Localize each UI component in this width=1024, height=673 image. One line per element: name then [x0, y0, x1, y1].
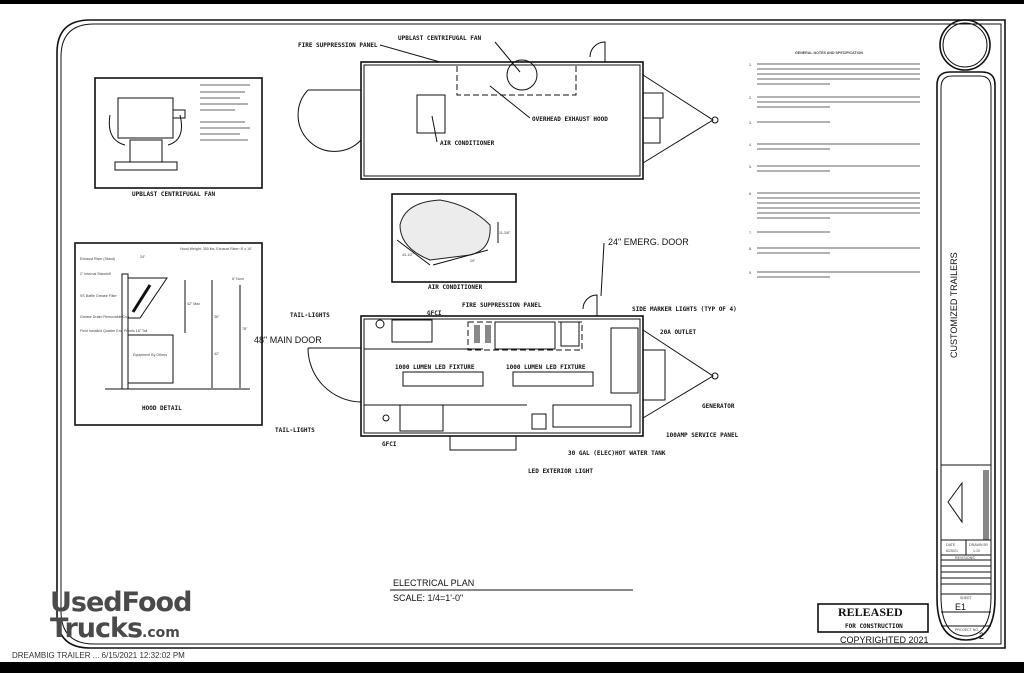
generator-label: GENERATOR: [702, 403, 735, 410]
hood-dim-max: 42" Max: [187, 302, 200, 306]
fan-detail-title: UPBLAST CENTRIFUGAL FAN: [132, 191, 215, 198]
project-no-label: PROJECT NO.: [955, 628, 979, 632]
drawing-scale: SCALE: 1/4=1'-0": [393, 593, 463, 603]
side-marker-label: SIDE MARKER LIGHTS (TYP OF 4): [632, 306, 737, 313]
led-fixture-1-label: 1000 LUMEN LED FIXTURE: [395, 364, 475, 371]
hood-detail-title: HOOD DETAIL: [142, 405, 182, 412]
emerg-door-label: 24" EMERG. DOOR: [608, 237, 689, 247]
top-ac-label: AIR CONDITIONER: [440, 140, 495, 147]
sheet-label: SHEET: [960, 596, 973, 600]
plot-footer: DREAMBIG TRAILER ... 6/15/2021 12:32:02 …: [10, 651, 187, 661]
hood-dim-36: 36": [214, 315, 220, 319]
water-tank-label: 30 GAL (ELEC)HOT WATER TANK: [568, 450, 666, 457]
tail-lights-top-label: TAIL-LIGHTS: [290, 312, 330, 319]
hood-dim-78: 78": [242, 327, 248, 331]
ac-detail-title: AIR CONDITIONER: [428, 284, 483, 291]
date-label: DATE: [946, 543, 956, 547]
tail-lights-bottom-label: TAIL-LIGHTS: [275, 427, 315, 434]
hood-label-3: SS Baffle Grease Filter: [80, 294, 117, 298]
notes-title: GENERAL NOTES AND SPECIFICATION: [795, 51, 863, 55]
top-border-bar: [0, 0, 1024, 4]
sheet-number: E1: [955, 602, 966, 612]
date-value: 6/25/21: [946, 549, 958, 553]
released-stamp: [817, 603, 929, 633]
drawing-title: ELECTRICAL PLAN: [393, 578, 474, 588]
note-number: 5.: [749, 165, 752, 169]
hood-label-4: Grease Drain/ Removable Cup: [80, 315, 129, 319]
service-panel-label: 100AMP SERVICE PANEL: [666, 432, 739, 439]
drawn-by-value: 1:10: [973, 549, 980, 553]
usedfoodtrucks-logo: UsedFood Trucks.com: [50, 587, 192, 646]
gfci-bottom-label: GFCI: [382, 441, 397, 448]
note-number: 4.: [749, 143, 752, 147]
general-notes: 1. 2. 3. 4. 5. 6. 7. 8. 9.: [749, 63, 920, 278]
logo-suffix: .com: [142, 625, 180, 641]
note-number: 3.: [749, 121, 752, 125]
hood-dim-nom: 6" Nom: [232, 277, 244, 281]
logo-line-2: Trucks: [50, 613, 143, 644]
top-fan-label: UPBLAST CENTRIFUGAL FAN: [398, 35, 481, 42]
outlet-label: 20A OUTLET: [660, 329, 697, 336]
hood-label-2: 2" Internal Standoff: [80, 272, 111, 276]
note-number: 9.: [749, 271, 752, 275]
exterior-light-label: LED EXTERIOR LIGHT: [528, 468, 593, 475]
hood-label-5: Field Installed Quarter End Panels 18" T…: [80, 329, 148, 333]
released-sub: FOR CONSTRUCTION: [845, 623, 903, 630]
note-number: 7.: [749, 231, 752, 235]
hood-detail: [74, 242, 263, 426]
note-number: 2.: [749, 96, 752, 100]
fan-detail: [94, 77, 263, 189]
hood-dim-42: 42": [214, 352, 220, 356]
top-fire-suppression-label: FIRE SUPPRESSION PANEL: [298, 42, 378, 49]
fire-suppression-label: FIRE SUPPRESSION PANEL: [462, 302, 542, 309]
note-number: 6.: [749, 192, 752, 196]
note-number: 8.: [749, 247, 752, 251]
logo-line-1: UsedFood: [50, 587, 192, 618]
copyright: COPYRIGHTED 2021: [840, 635, 929, 645]
gfci-top-label: GFCI: [427, 310, 442, 317]
released-text: RELEASED: [838, 605, 903, 619]
led-fixture-2-label: 1000 LUMEN LED FIXTURE: [506, 364, 586, 371]
hood-label-1: Exhaust Riser (Stand): [80, 257, 115, 261]
hood-weight: Hood Weight: 350 lbs. Exhaust Riser: 8' …: [180, 247, 252, 251]
main-door-label: 48" MAIN DOOR: [254, 335, 322, 345]
sheet-frame: [56, 19, 1006, 649]
project-no: 2: [979, 631, 984, 641]
revisions-label: REVISIONS: [955, 556, 975, 560]
ac-dim-width: 29": [470, 259, 476, 263]
note-number: 1.: [749, 63, 752, 67]
top-hood-label: OVERHEAD EXHAUST HOOD: [532, 116, 608, 123]
project-title: CUSTOMIZED TRAILERS: [949, 252, 959, 358]
ac-dim-length: 43-1/2": [402, 253, 414, 257]
drawn-by-label: DRAWN BY: [969, 543, 989, 547]
hood-dim-width: 24": [140, 255, 146, 259]
ac-detail: [391, 193, 517, 283]
ac-dim-height: 11-3/8": [499, 231, 511, 235]
bottom-border-bar: [0, 662, 1024, 673]
top-plan: [297, 41, 719, 180]
electrical-plan: [307, 294, 719, 451]
title-block: [936, 19, 996, 641]
hood-equipment: Equipment By Others: [133, 353, 167, 357]
